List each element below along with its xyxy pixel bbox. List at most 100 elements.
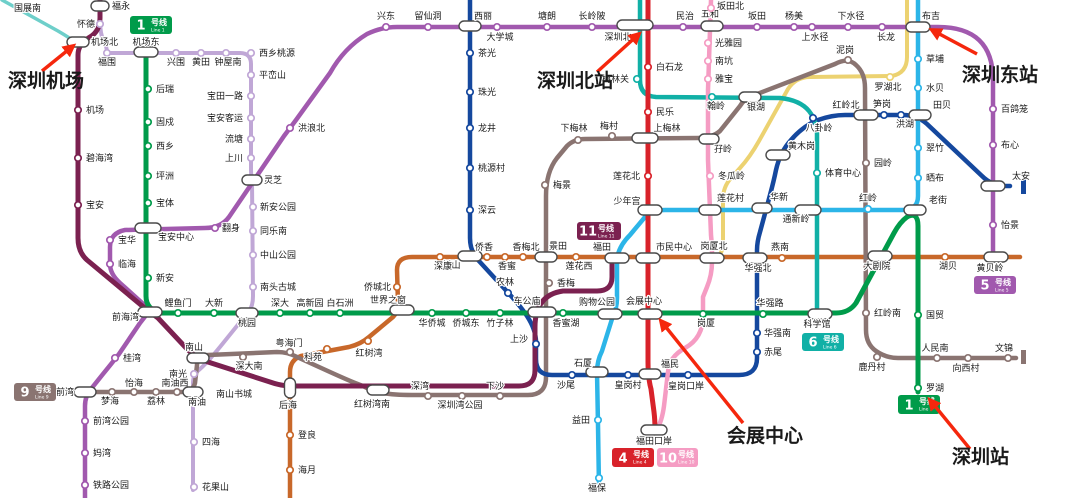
interchange-station <box>235 307 259 319</box>
station-dot <box>80 448 90 458</box>
station-dot <box>322 344 332 354</box>
station-dot <box>423 22 433 32</box>
badge-suffix: 号线 <box>35 384 51 394</box>
station-label: 会展中心 <box>626 295 662 307</box>
station-dot <box>210 223 220 233</box>
station-label: 茶光 <box>478 47 496 59</box>
station-label: 老街 <box>929 194 947 206</box>
badge-line-en: Line 10 <box>678 460 695 466</box>
station-label: 前海湾 <box>112 311 139 323</box>
station-label: 翠竹 <box>926 142 944 154</box>
station-dot <box>643 107 653 117</box>
station-dot <box>861 308 871 318</box>
station-label: 银湖 <box>747 101 765 113</box>
interchange-station <box>698 133 720 145</box>
station-dot <box>129 387 139 397</box>
line-12 <box>98 0 255 492</box>
station-dot <box>189 437 199 447</box>
station-dot <box>285 123 295 133</box>
station-label: 体育中心 <box>825 167 861 179</box>
station-label: 鲤鱼门 <box>164 297 191 309</box>
station-label: 西丽 <box>474 11 492 22</box>
station-dot <box>913 383 923 393</box>
station-label: 碧海湾 <box>86 152 113 164</box>
station-dot <box>607 131 617 141</box>
station-dot <box>593 415 603 425</box>
station-label: 国展南 <box>14 2 41 14</box>
station-label: 福田 <box>593 241 611 253</box>
station-label: 岗厦北 <box>700 241 727 252</box>
station-dot <box>913 173 923 183</box>
station-label: 新安 <box>156 272 174 284</box>
station-label: 翰岭 <box>707 100 725 112</box>
badge-number: 1 <box>136 19 145 34</box>
station-label: 民乐 <box>656 106 674 118</box>
station-label: 南坑 <box>715 55 733 67</box>
station-dot <box>465 205 475 215</box>
station-label: 荔林 <box>147 395 165 407</box>
interchange-station <box>637 204 663 216</box>
station-label: 南油西 <box>161 377 188 389</box>
station-label: 中山公园 <box>260 249 296 261</box>
line-yellow <box>715 0 909 259</box>
station-dot <box>143 117 153 127</box>
station-label: 深云 <box>478 205 496 216</box>
station-label: 华强北 <box>744 262 771 274</box>
station-dot <box>495 308 505 318</box>
station-dot <box>683 370 693 380</box>
station-label: 南头古城 <box>260 281 296 293</box>
station-label: 新安公园 <box>260 201 296 213</box>
station-dot <box>221 48 231 58</box>
station-label: 宝体 <box>156 197 174 209</box>
badge-number: 9 <box>20 386 29 401</box>
badge-suffix: 号线 <box>823 334 839 344</box>
station-label: 华强路 <box>756 297 783 309</box>
line-badge <box>802 333 844 351</box>
station-label: 红岭南 <box>874 307 901 319</box>
interchange-station <box>867 250 893 262</box>
station-label: 四海 <box>202 436 220 448</box>
station-dot <box>573 135 583 145</box>
station-label: 红岭北 <box>832 99 859 111</box>
station-label: 宝安中心 <box>158 231 194 243</box>
station-label: 龙井 <box>478 122 496 134</box>
station-dot <box>392 282 402 292</box>
station-label: 布吉 <box>922 10 940 22</box>
station-dot <box>107 387 117 397</box>
station-label: 坪洲 <box>156 171 174 182</box>
station-label: 上水径 <box>801 31 828 43</box>
station-dot <box>988 104 998 114</box>
station-dot <box>457 391 467 401</box>
station-label: 向西村 <box>952 362 979 374</box>
annotation-arrow <box>658 317 745 425</box>
interchange-station <box>908 109 932 121</box>
station-dot <box>105 235 115 245</box>
station-label: 兴围 <box>167 57 185 68</box>
stations: 国展南福围兴围黄田钟屋南西乡桃源平峦山宝田一路宝安客运流塘上川新安公园同乐南中山… <box>13 0 1031 495</box>
station-label: 前湾 <box>56 386 74 398</box>
interchange-station <box>751 202 773 214</box>
station-label: 下水径 <box>837 10 864 22</box>
station-label: 莲花西 <box>565 260 592 272</box>
station-label: 田贝 <box>933 100 951 111</box>
station-label: 石厦 <box>574 358 592 369</box>
station-dot <box>435 252 445 262</box>
station-dot <box>209 308 219 318</box>
station-dot <box>752 22 762 32</box>
station-label: 红树湾 <box>355 347 382 359</box>
interchange-station <box>585 366 609 378</box>
interchange-station <box>765 149 791 161</box>
station-label: 水贝 <box>926 82 944 94</box>
line-badge <box>577 222 621 240</box>
station-label: 上梅林 <box>653 122 680 134</box>
station-label: 市民中心 <box>656 241 692 253</box>
station-dot <box>863 204 873 214</box>
badge-suffix: 号线 <box>995 277 1011 287</box>
badge-number: 1 <box>904 399 913 414</box>
station-label: 翻身 <box>222 222 240 234</box>
station-dot <box>567 370 577 380</box>
station-label: 桃源村 <box>478 162 505 174</box>
station-label: 深湾 <box>411 380 429 392</box>
station-label: 深大 <box>271 297 289 309</box>
